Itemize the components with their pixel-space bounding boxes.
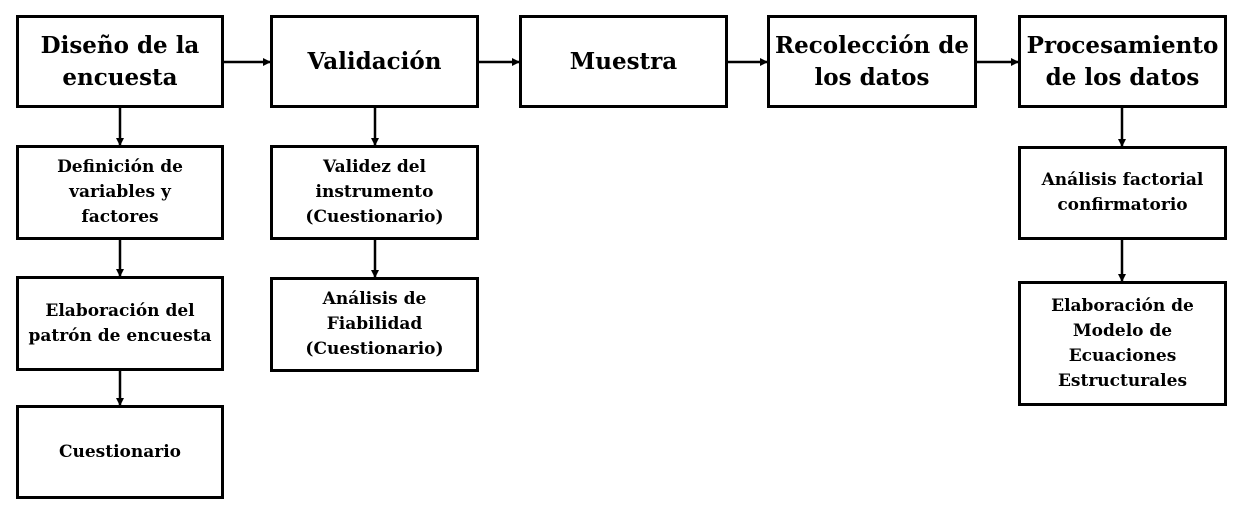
substep-modelo-ecuaciones: Elaboración de Modelo de Ecuaciones Estr… [1018,281,1227,406]
substep-label: Análisis factorial confirmatorio [1041,170,1204,215]
substep-validez-instrumento: Validez del instrumento (Cuestionario) [270,145,479,240]
step-muestra: Muestra [519,15,728,108]
substep-label: Elaboración de Modelo de Ecuaciones Estr… [1051,295,1194,391]
substep-label: Cuestionario [58,441,182,462]
step-label: Muestra [569,47,678,75]
step-label: Procesamiento de los datos [1026,31,1219,91]
step-procesamiento-datos: Procesamiento de los datos [1018,15,1227,108]
substep-label: Validez del instrumento (Cuestionario) [305,157,444,227]
substep-elaboracion-patron: Elaboración del patrón de encuesta [16,276,224,371]
step-label: Validación [307,47,442,75]
substep-definicion-variables: Definición de variables y factores [16,145,224,240]
substep-label: Análisis de Fiabilidad (Cuestionario) [305,289,444,359]
step-validacion: Validación [270,15,479,108]
substep-analisis-factorial: Análisis factorial confirmatorio [1018,146,1227,240]
step-label: Recolección de los datos [775,31,969,91]
step-label: Diseño de la encuesta [40,31,200,91]
substep-analisis-fiabilidad: Análisis de Fiabilidad (Cuestionario) [270,277,479,372]
substep-label: Elaboración del patrón de encuesta [28,300,212,346]
substep-label: Definición de variables y factores [57,157,183,227]
substep-cuestionario: Cuestionario [16,405,224,499]
step-recoleccion-datos: Recolección de los datos [767,15,977,108]
step-diseno-encuesta: Diseño de la encuesta [16,15,224,108]
